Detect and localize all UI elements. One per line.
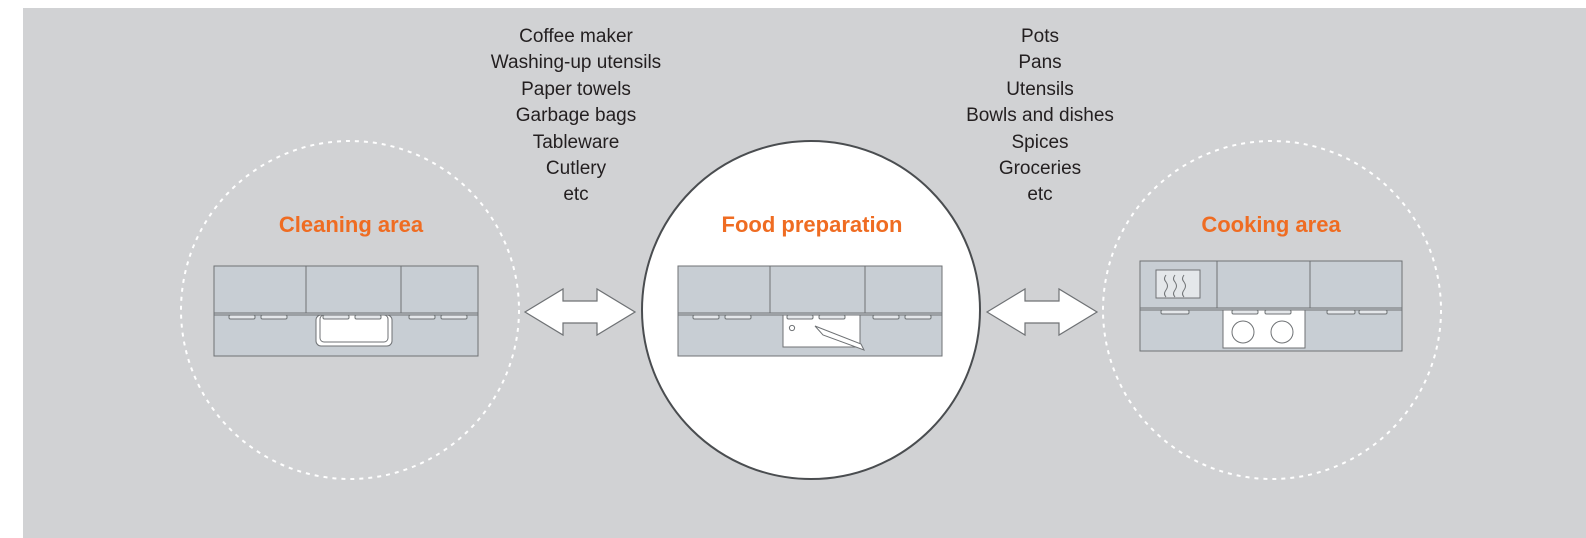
list-item: Pans bbox=[1018, 52, 1062, 74]
list-item: Tableware bbox=[532, 131, 620, 153]
list-item: Coffee maker bbox=[519, 26, 633, 47]
cleaning-kitchen-illustration bbox=[213, 265, 479, 357]
cooking-kitchen-illustration bbox=[1139, 260, 1403, 352]
list-item: Washing-up utensils bbox=[490, 52, 662, 74]
stove-hob-icon bbox=[1222, 309, 1306, 349]
list-item: etc bbox=[1027, 184, 1053, 206]
list-item: Garbage bags bbox=[515, 105, 637, 127]
list-item: Cutlery bbox=[545, 158, 607, 180]
cooking-area-label: Cooking area bbox=[1201, 212, 1341, 237]
list-item: etc bbox=[563, 184, 589, 206]
food-preparation-label: Food preparation bbox=[721, 212, 903, 237]
cleaning-to-prep-items: Coffee maker Washing-up utensils Paper t… bbox=[456, 24, 696, 209]
double-arrow-icon bbox=[985, 287, 1099, 337]
kitchen-workflow-diagram bbox=[180, 140, 1442, 480]
sink-icon bbox=[315, 314, 393, 347]
preparation-kitchen-illustration bbox=[677, 265, 943, 357]
list-item: Pots bbox=[1020, 26, 1060, 47]
diagram-panel: Coffee maker Washing-up utensils Paper t… bbox=[23, 8, 1586, 538]
list-item: Groceries bbox=[998, 158, 1082, 180]
double-arrow-icon bbox=[523, 287, 637, 337]
list-item: Paper towels bbox=[521, 78, 631, 100]
list-item: Spices bbox=[1011, 131, 1069, 153]
cutting-board-knife-icon bbox=[782, 314, 866, 351]
extractor-hood-icon bbox=[1155, 269, 1201, 299]
prep-to-cooking-items: Pots Pans Utensils Bowls and dishes Spic… bbox=[920, 24, 1160, 209]
cleaning-area-circle bbox=[180, 140, 520, 480]
cleaning-area-label: Cleaning area bbox=[278, 212, 424, 237]
cooking-area-circle bbox=[1102, 140, 1442, 480]
list-item: Bowls and dishes bbox=[966, 105, 1114, 127]
list-item: Utensils bbox=[1006, 78, 1074, 100]
